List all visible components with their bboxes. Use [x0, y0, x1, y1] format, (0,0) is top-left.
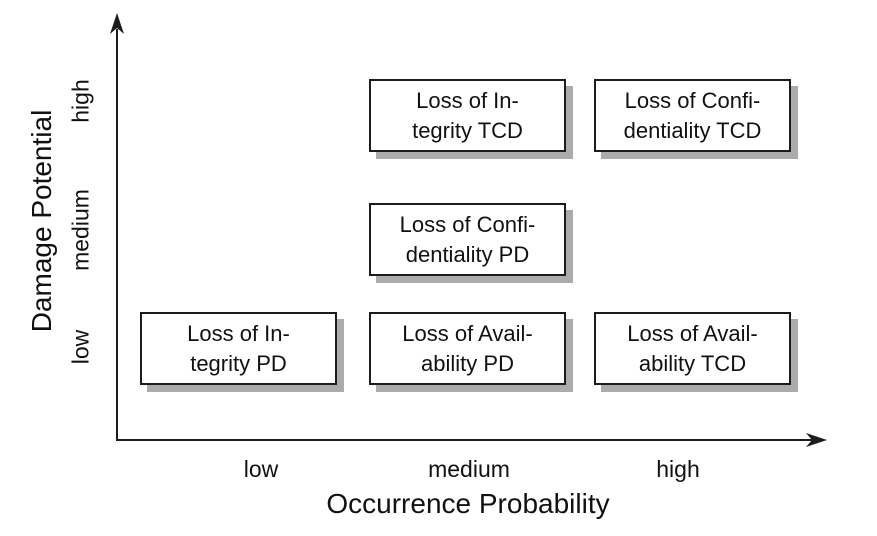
x-tick-high: high	[656, 456, 700, 482]
box-label-line: tegrity PD	[190, 350, 287, 376]
box-label-line: Loss of Avail-	[402, 320, 533, 346]
x-tick-low: low	[243, 456, 279, 482]
box-loss-availability-pd: Loss of Avail- ability PD	[369, 312, 566, 385]
box-label-line: Loss of Avail-	[627, 320, 758, 346]
box-loss-integrity-pd: Loss of In- tegrity PD	[140, 312, 337, 385]
box-label-line: Loss of In-	[187, 320, 290, 346]
x-axis-arrowhead-icon	[806, 433, 827, 447]
y-tick-high: high	[67, 79, 94, 123]
y-tick-low: low	[67, 329, 94, 365]
y-axis-arrowhead-icon	[110, 13, 124, 34]
y-axis-title: Damage Potential	[26, 109, 57, 333]
box-loss-availability-tcd: Loss of Avail- ability TCD	[594, 312, 791, 385]
box-loss-confidentiality-tcd: Loss of Confi- dentiality TCD	[594, 79, 791, 152]
x-axis-title: Occurrence Probability	[326, 488, 610, 519]
box-label-line: tegrity TCD	[412, 117, 523, 143]
box-label-line: dentiality TCD	[623, 117, 762, 143]
box-label-line: Loss of Confi-	[399, 211, 536, 237]
box-label-line: ability PD	[421, 350, 514, 376]
box-label-line: Loss of Confi-	[624, 87, 761, 113]
box-label-line: dentiality PD	[405, 241, 530, 267]
box-loss-integrity-tcd: Loss of In- tegrity TCD	[369, 79, 566, 152]
box-label-line: Loss of In-	[416, 87, 519, 113]
box-label-line: ability TCD	[638, 350, 747, 376]
box-loss-confidentiality-pd: Loss of Confi- dentiality PD	[369, 203, 566, 276]
y-tick-medium: medium	[67, 189, 94, 271]
x-tick-medium: medium	[428, 456, 510, 482]
